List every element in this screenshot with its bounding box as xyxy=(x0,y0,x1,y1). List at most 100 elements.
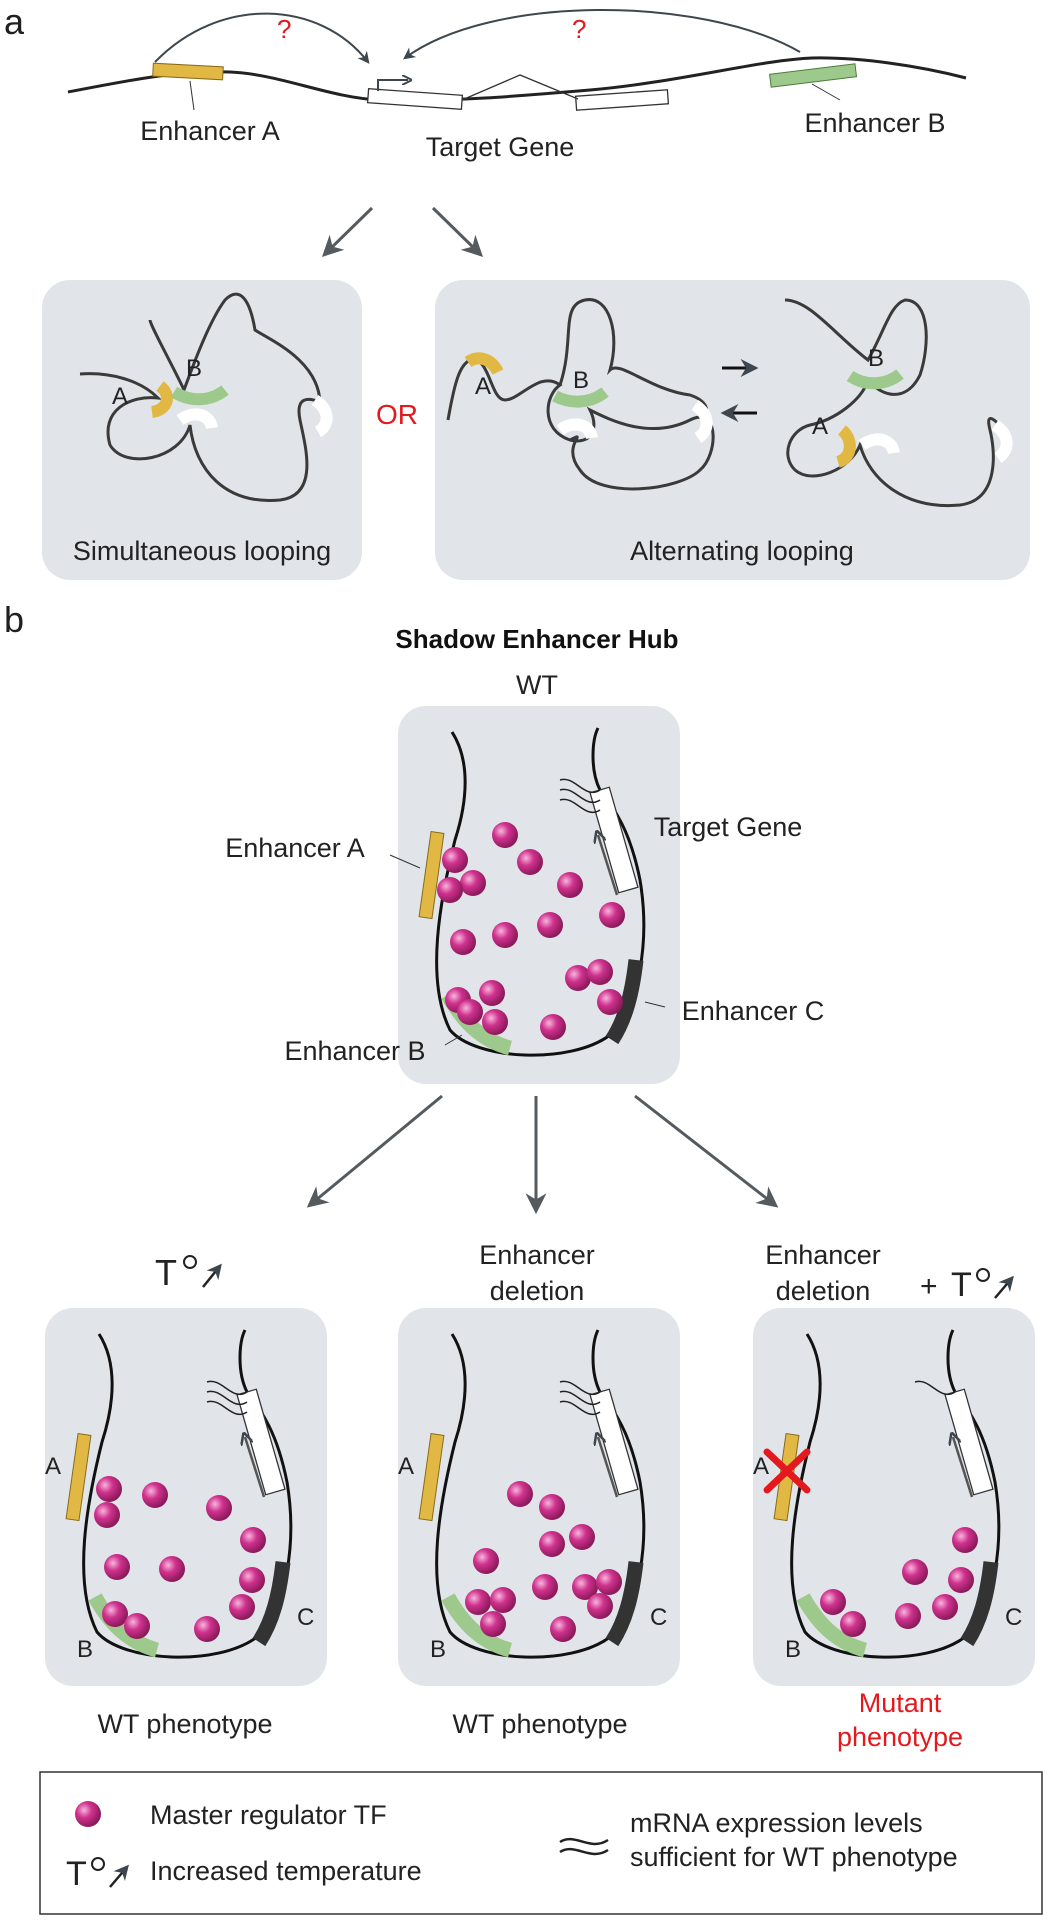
deletion-hub-tf-sphere-5 xyxy=(473,1548,499,1574)
chromatin-alternating-1 xyxy=(446,298,715,491)
wt-tf-sphere-1 xyxy=(492,822,518,848)
wt-mrna-wave-3 xyxy=(559,798,601,813)
temperature-up-icon-2: T xyxy=(951,1266,1014,1304)
wt-target-gene-label: Target Gene xyxy=(654,812,803,842)
enhancer-b-bar xyxy=(769,63,858,88)
enhancer-a-leader xyxy=(189,80,195,111)
wt-tf-sphere-11 xyxy=(565,965,591,991)
deletion-temperature-hub-letter-a: A xyxy=(753,1453,769,1480)
branch-arrow-left xyxy=(321,206,374,257)
deletion-header-line1: Enhancer xyxy=(479,1240,595,1270)
simultaneous-looping-label: Simultaneous looping xyxy=(73,536,331,566)
alternating-1-enhancer-b xyxy=(552,387,609,408)
alternating-2-gene-end xyxy=(991,420,1013,463)
wt-enhancer-c-label: Enhancer C xyxy=(682,996,825,1026)
simultaneous-enhancer-a xyxy=(150,381,173,418)
temperature-hub-tf-sphere-4 xyxy=(206,1495,232,1521)
deletion-header-line2: deletion xyxy=(490,1276,585,1306)
deletion-temperature-hub-tf-sphere-6 xyxy=(895,1603,921,1629)
wt-tf-sphere-18 xyxy=(597,989,623,1015)
intron-line xyxy=(461,74,579,101)
deletion-hub-tf-sphere-10 xyxy=(490,1587,516,1613)
deletion-hub-tf-sphere-8 xyxy=(596,1569,622,1595)
legend-temp-arrow xyxy=(109,1864,129,1888)
deletion-temp-header-line1: Enhancer xyxy=(765,1240,881,1270)
deletion-temperature-hub-tf-sphere-5 xyxy=(840,1611,866,1637)
wt-tf-sphere-7 xyxy=(450,929,476,955)
temperature-hub-tf-sphere-2 xyxy=(94,1502,120,1528)
alternating-1-promoter xyxy=(556,418,598,440)
simultaneous-looping-box xyxy=(42,280,362,580)
temperature-hub-enhancer-a xyxy=(65,1433,92,1522)
alternating-looping-label: Alternating looping xyxy=(630,536,854,566)
wt-label: WT xyxy=(516,670,558,700)
deletion-temperature-hub: A B C xyxy=(753,1329,1022,1663)
wt-enhancer-a xyxy=(418,831,445,920)
deletion-temperature-hub-tf-sphere-3 xyxy=(948,1567,974,1593)
wt-tf-sphere-14 xyxy=(479,980,505,1006)
or-label: OR xyxy=(376,399,418,430)
enhancer-a-bar xyxy=(152,62,224,81)
temperature-hub: ABC xyxy=(45,1329,314,1663)
question-arrow-left xyxy=(154,12,370,64)
condition-arrow-left xyxy=(306,1094,443,1208)
deletion-temperature-hub-enhancer-b xyxy=(796,1593,868,1658)
deletion-box xyxy=(398,1308,680,1686)
enhancer-b-leader xyxy=(811,83,841,101)
wt-enhancer-b-label: Enhancer B xyxy=(284,1036,425,1066)
temperature-hub-letter-c: C xyxy=(297,1604,314,1631)
deletion-hub-enhancer-c xyxy=(605,1561,644,1647)
legend-temp-label: Increased temperature xyxy=(150,1856,422,1886)
temperature-hub-mrna-wave-1 xyxy=(206,1380,248,1395)
legend-mrna-line1: mRNA expression levels xyxy=(630,1808,923,1838)
temperature-box xyxy=(45,1308,327,1686)
temperature-hub-tf-sphere-1 xyxy=(96,1476,122,1502)
temperature-hub-tf-sphere-9 xyxy=(229,1594,255,1620)
temperature-hub-tf-sphere-7 xyxy=(159,1556,185,1582)
legend-mrna-wave-1 xyxy=(559,1837,609,1846)
wt-enhancer-b-leader xyxy=(444,1034,463,1046)
wt-tf-sphere-5 xyxy=(517,849,543,875)
temp-degree-2 xyxy=(976,1268,990,1282)
plus-sign: + xyxy=(920,1270,938,1303)
temp-degree-1 xyxy=(183,1255,197,1269)
deletion-temperature-hub-tf-sphere-4 xyxy=(820,1589,846,1615)
temp-arrow-1 xyxy=(202,1263,222,1288)
legend-mrna-wave-2 xyxy=(559,1847,609,1856)
wt-target-gene-arrow xyxy=(598,835,619,896)
temperature-hub-tf-sphere-11 xyxy=(124,1613,150,1639)
enhancer-a-label: Enhancer A xyxy=(140,116,280,146)
legend-temp-symbol: T xyxy=(66,1855,87,1893)
panel-b-label: b xyxy=(4,599,24,640)
deletion-hub-letter-a: A xyxy=(398,1453,414,1480)
alternating-1-enhancer-a xyxy=(464,352,504,376)
question-arrow-right xyxy=(403,8,801,60)
temperature-hub-mrna-wave-3 xyxy=(206,1400,248,1415)
temperature-up-icon: T xyxy=(155,1252,222,1293)
temperature-hub-mrna-wave-2 xyxy=(206,1390,248,1405)
deletion-temperature-hub-enhancer-c xyxy=(960,1561,999,1647)
deletion-temp-header-line2: deletion xyxy=(776,1276,871,1306)
deletion-hub-tf-sphere-6 xyxy=(532,1574,558,1600)
deletion-hub-mrna-wave-3 xyxy=(559,1400,601,1415)
deletion-temperature-hub-tf-sphere-1 xyxy=(952,1527,978,1553)
deletion-hub-tf-sphere-11 xyxy=(480,1611,506,1637)
simultaneous-letter-b: B xyxy=(186,355,202,382)
panel-b-title: Shadow Enhancer Hub xyxy=(395,624,678,654)
deletion-hub-mrna-wave-2 xyxy=(559,1390,601,1405)
alternating-1-letter-a: A xyxy=(475,373,491,400)
branch-arrow-right xyxy=(431,206,484,257)
deletion-temperature-hub-letter-b: B xyxy=(785,1636,801,1663)
alternating-2-letter-a: A xyxy=(812,413,828,440)
target-gene-label: Target Gene xyxy=(426,132,575,162)
wt-tf-group xyxy=(437,822,625,1040)
deletion-hub-letter-b: B xyxy=(430,1636,446,1663)
deletion-hub-tf-sphere-7 xyxy=(572,1574,598,1600)
alternating-2-promoter xyxy=(858,433,900,455)
alternating-looping-box xyxy=(435,280,1030,580)
wt-tf-sphere-17 xyxy=(540,1014,566,1040)
deletion-temperature-hub-letter-c: C xyxy=(1005,1604,1022,1631)
temperature-hub-tf-sphere-3 xyxy=(142,1482,168,1508)
wt-tf-sphere-10 xyxy=(599,902,625,928)
legend-temperature-icon: T xyxy=(66,1855,129,1893)
